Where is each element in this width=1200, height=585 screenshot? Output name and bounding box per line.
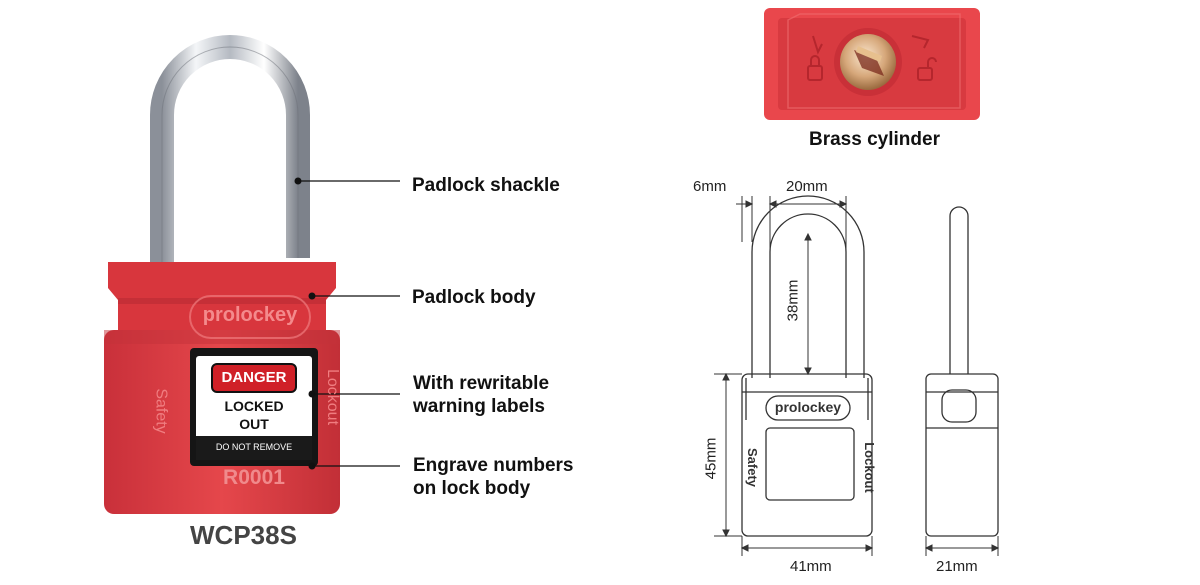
dimension-lines: [714, 196, 1000, 556]
model-number: WCP38S: [190, 520, 297, 550]
out-text: OUT: [239, 416, 269, 432]
callout-shackle: Padlock shackle: [412, 175, 560, 196]
side-left-text: Safety: [152, 388, 170, 434]
front-view-drawing: [741, 195, 873, 537]
dim-body-width: 41mm: [790, 558, 832, 575]
cylinder-caption: Brass cylinder: [809, 129, 940, 150]
danger-text: DANGER: [221, 369, 287, 386]
padlock-shackle: [150, 35, 310, 275]
callout-body: Padlock body: [412, 287, 536, 308]
side-view-drawing: [925, 206, 999, 537]
dim-shackle-inner-width: 20mm: [786, 178, 828, 195]
callout-engrave: Engrave numbers on lock body: [413, 455, 574, 499]
unlock-icon: [911, 35, 937, 81]
brand-emboss: prolockey: [202, 304, 298, 326]
locked-text: LOCKED: [224, 398, 284, 414]
side-right-text: Lockout: [324, 368, 342, 426]
drawing-brand-text: prolockey: [775, 399, 841, 415]
drawing-lockout-text: Lockout: [861, 442, 877, 493]
shackle-outline: [751, 195, 865, 378]
padlock-illustration: [104, 35, 340, 514]
drawing-safety-text: Safety: [745, 447, 761, 488]
dim-shackle-diameter: 6mm: [693, 178, 727, 195]
callout-labels: With rewritable warning labels: [413, 373, 550, 417]
do-not-remove-text: DO NOT REMOVE: [215, 442, 293, 452]
dim-body-depth: 21mm: [936, 558, 978, 575]
engraved-number: R0001: [223, 466, 285, 489]
lock-icon: [807, 35, 823, 81]
callout-leaders: [294, 177, 400, 470]
dim-shackle-clearance: 38mm: [784, 279, 802, 322]
body-outline: [741, 373, 873, 537]
dim-body-height: 45mm: [702, 437, 720, 480]
brass-cylinder-photo: [764, 8, 980, 120]
